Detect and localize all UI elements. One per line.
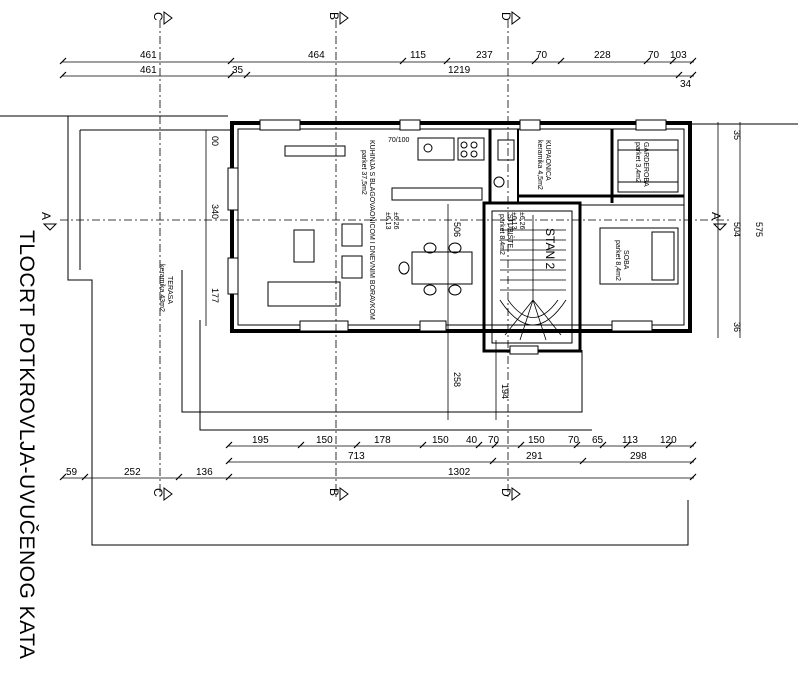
- dim-left-2: 340: [210, 204, 220, 219]
- dims-left: 00 340 177: [210, 136, 220, 303]
- level-a: ±6.26: [392, 212, 399, 230]
- dim-top-7: 70: [648, 50, 660, 61]
- dim-bot3-2: 252: [124, 467, 141, 478]
- room-kitchen-counter: 70/100: [388, 137, 410, 144]
- dim-bot2-1: 713: [348, 451, 365, 462]
- section-b-bottom: B: [327, 488, 341, 496]
- apartment-label: STAN 2: [543, 228, 557, 269]
- dim-bot-1: 195: [252, 435, 269, 446]
- dim-bot-7: 150: [528, 435, 545, 446]
- dim-inner-2: 258: [452, 372, 462, 387]
- room-wardrobe-floor: parket 3,4m2: [634, 142, 641, 183]
- dimension-lines: [60, 20, 741, 500]
- dim-top-8: 103: [670, 50, 687, 61]
- dims-bottom: 195 150 178 150 40 70 150 70 65 113 120 …: [66, 435, 677, 478]
- dim-inner-3: 194: [500, 384, 510, 399]
- room-terrace-label: TERASA: [166, 276, 173, 304]
- room-kitchen-floor: parket 37,5m2: [360, 150, 367, 195]
- building-walls: [230, 121, 692, 353]
- dim-right-2: 504: [732, 222, 742, 237]
- dimension-ticks: [59, 57, 697, 481]
- dim-top-6: 228: [594, 50, 611, 61]
- dim-top2-3: 1219: [448, 65, 471, 76]
- level-a2: ±6.13: [384, 212, 391, 230]
- dim-left-1: 00: [210, 136, 220, 146]
- dim-right-4: 36: [732, 322, 742, 332]
- dim-bot3-3: 136: [196, 467, 213, 478]
- section-a-left: A: [39, 212, 53, 220]
- drawing-title-text: TLOCRT POTKROVLJA-UVUČENOG KATA: [15, 230, 38, 660]
- dim-bot-6: 70: [488, 435, 500, 446]
- dim-right-3: 575: [754, 222, 764, 237]
- room-terrace-floor: keramika 43m2: [158, 264, 165, 312]
- dims-top: 461 464 115 237 70 228 70 103 461 35 121…: [140, 50, 692, 90]
- section-markers: C B D C B D A A: [39, 11, 728, 501]
- dim-top-1: 461: [140, 50, 157, 61]
- level-b: ±6.26: [518, 212, 525, 230]
- section-d-bottom: D: [499, 488, 513, 497]
- section-a-right: A: [709, 212, 723, 220]
- dim-bot-8: 70: [568, 435, 580, 446]
- dim-top2-2: 35: [232, 65, 244, 76]
- dim-bot-10: 113: [622, 435, 638, 446]
- section-d-top: D: [499, 12, 513, 21]
- dim-left-3: 177: [210, 288, 220, 303]
- dim-bot-5: 40: [466, 435, 478, 446]
- dim-bot2-2: 291: [526, 451, 543, 462]
- drawing-title: TLOCRT POTKROVLJA-UVUČENOG KATA: [12, 230, 40, 670]
- room-kitchen-label: KUHINJA S BLAGOVAONICOM I DNEVNIM BORAVK…: [368, 140, 375, 320]
- section-c-bottom: C: [151, 488, 165, 497]
- room-wardrobe-label: GARDEROBA: [642, 142, 649, 187]
- dim-top-2: 464: [308, 50, 325, 61]
- site-outline: [0, 115, 798, 546]
- dims-inner: 506 258 194: [452, 222, 510, 399]
- room-stairs-floor: parket 8,4m2: [498, 214, 505, 255]
- dim-bot-3: 178: [374, 435, 391, 446]
- dim-top2-4: 34: [680, 79, 692, 90]
- dim-bot-4: 150: [432, 435, 449, 446]
- room-bedroom-label: SOBA: [622, 250, 629, 270]
- dim-top-4: 237: [476, 50, 493, 61]
- dim-bot-2: 150: [316, 435, 333, 446]
- dim-inner-1: 506: [452, 222, 462, 237]
- dim-right-1: 35: [732, 130, 742, 140]
- furniture: [267, 137, 679, 307]
- dim-top2-1: 461: [140, 65, 157, 76]
- level-b2: ±6.13: [510, 212, 517, 230]
- section-c-top: C: [151, 12, 165, 21]
- dim-bot3-4: 1302: [448, 467, 471, 478]
- dim-bot-11: 120: [660, 435, 677, 446]
- dim-bot2-3: 298: [630, 451, 647, 462]
- dim-bot-9: 65: [592, 435, 604, 446]
- room-stairs-label: STUBIŠTE: [506, 214, 515, 249]
- dims-right: 35 504 575 36: [732, 130, 764, 332]
- room-bathroom-floor: keramika 4,5m2: [536, 140, 543, 190]
- room-bathroom-label: KUPAONICA: [544, 140, 551, 181]
- room-bedroom-floor: parket 8,4m2: [614, 240, 621, 281]
- section-b-top: B: [327, 12, 341, 20]
- dim-bot3-1: 59: [66, 467, 78, 478]
- room-labels: KUHINJA S BLAGOVAONICOM I DNEVNIM BORAVK…: [158, 137, 649, 320]
- dim-top-3: 115: [410, 50, 426, 61]
- dim-top-5: 70: [536, 50, 548, 61]
- windows: [227, 119, 667, 355]
- stair-treads: [499, 215, 567, 341]
